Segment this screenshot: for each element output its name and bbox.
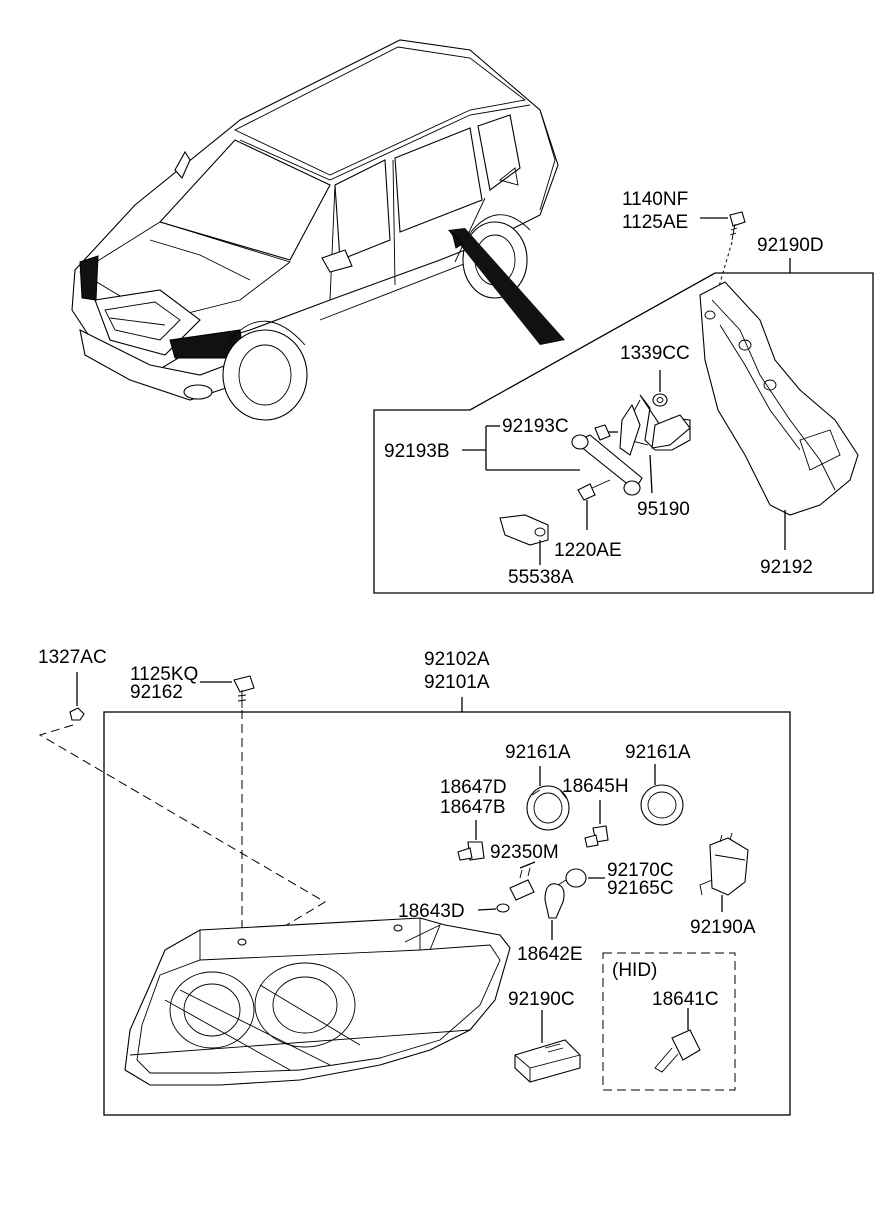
leveling-sensor-group: [373, 211, 874, 594]
nut-icon: [652, 393, 668, 407]
label-18647B: 18647B: [440, 797, 506, 818]
bolt-icon: [729, 211, 746, 227]
label-92193C: 92193C: [502, 416, 569, 437]
label-55538A: 55538A: [508, 567, 574, 588]
label-18647D: 18647D: [440, 777, 507, 798]
part-labels: 1140NF 1125AE 92190D 1339CC 92193C 92193…: [38, 189, 824, 1010]
dust-cap-2: [640, 784, 684, 826]
label-92101A: 92101A: [424, 672, 490, 693]
label-1220AE: 1220AE: [554, 540, 622, 561]
vehicle-illustration: [71, 39, 565, 421]
label-92350M: 92350M: [490, 842, 559, 863]
label-92165C: 92165C: [607, 878, 674, 899]
label-92192: 92192: [760, 557, 813, 578]
label-92161A-2: 92161A: [625, 742, 691, 763]
socket-icon: [565, 868, 587, 888]
bulb-icon: [496, 903, 510, 913]
hid-ballast: [514, 1039, 581, 1083]
mounting-bracket: [699, 281, 859, 516]
label-18645H: 18645H: [562, 776, 629, 797]
bulb-icon: [544, 883, 565, 919]
label-92161A-1: 92161A: [505, 742, 571, 763]
group-frame: [373, 272, 874, 594]
label-18642E: 18642E: [517, 944, 583, 965]
clip-icon: [499, 514, 549, 546]
label-18641C: 18641C: [652, 989, 719, 1010]
label-92162: 92162: [130, 682, 183, 703]
leveling-actuator: [709, 837, 749, 896]
label-1327AC: 1327AC: [38, 647, 107, 668]
label-1125KQ: 1125KQ: [130, 664, 198, 685]
label-92170C: 92170C: [607, 860, 674, 881]
label-hid: (HID): [612, 960, 657, 981]
socket-icon: [509, 879, 535, 901]
label-95190: 95190: [637, 499, 690, 520]
dust-cap-1: [526, 785, 570, 831]
label-92193B: 92193B: [384, 441, 450, 462]
label-1140NF: 1140NF: [622, 189, 688, 210]
nut-icon: [69, 707, 85, 721]
label-92190D: 92190D: [757, 235, 824, 256]
group-frame: [103, 711, 791, 1116]
label-18643D: 18643D: [398, 901, 465, 922]
headlamp-assembly-group: [38, 672, 791, 1116]
hid-frame: [602, 952, 736, 1091]
label-1339CC: 1339CC: [620, 343, 690, 364]
label-92190C: 92190C: [508, 989, 575, 1010]
hid-bulb: [671, 1029, 701, 1061]
screw-icon: [577, 483, 596, 501]
label-1125AE: 1125AE: [622, 212, 688, 233]
bolt-icon: [233, 675, 255, 693]
headlamp-housing: [124, 917, 511, 1086]
label-92190A: 92190A: [690, 917, 756, 938]
label-92102A: 92102A: [424, 649, 490, 670]
